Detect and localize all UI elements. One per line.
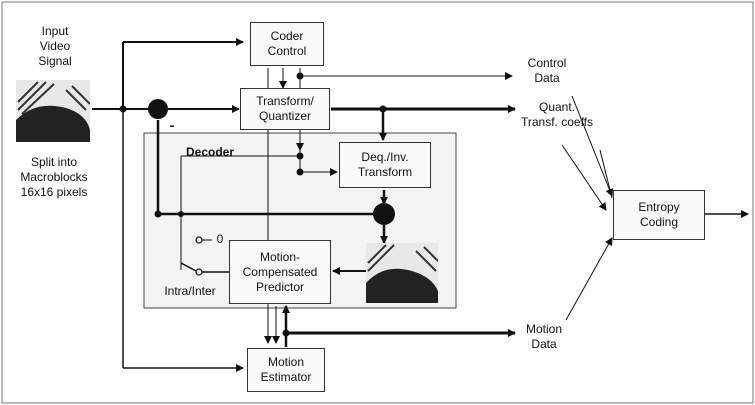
zero-input-label: 0: [214, 232, 226, 247]
minus-sign: -: [166, 118, 178, 133]
transform-quantizer-block: Transform/ Quantizer: [240, 88, 330, 130]
intra-inter-label: Intra/Inter: [150, 284, 230, 299]
quant-coeffs-label: Quant. Transf. coeffs: [508, 100, 606, 130]
motion-data-label: Motion Data: [512, 322, 576, 352]
coder-control-block: Coder Control: [250, 22, 324, 66]
deq-inv-transform-block: Deq./Inv. Transform: [339, 142, 431, 188]
input-video-thumbnail: [16, 80, 90, 142]
frame-buffer-thumbnail: [366, 243, 438, 303]
motion-estimator-block: Motion Estimator: [247, 348, 325, 392]
control-data-label: Control Data: [512, 56, 582, 86]
adder-node: [373, 203, 395, 225]
input-video-label: Input Video Signal: [20, 24, 90, 69]
macroblock-label: Split into Macroblocks 16x16 pixels: [8, 155, 100, 200]
entropy-coding-block: Entropy Coding: [613, 190, 705, 240]
subtractor-node: [148, 99, 168, 119]
motion-compensated-predictor-block: Motion- Compensated Predictor: [229, 240, 331, 304]
decoder-label: Decoder: [186, 145, 246, 160]
